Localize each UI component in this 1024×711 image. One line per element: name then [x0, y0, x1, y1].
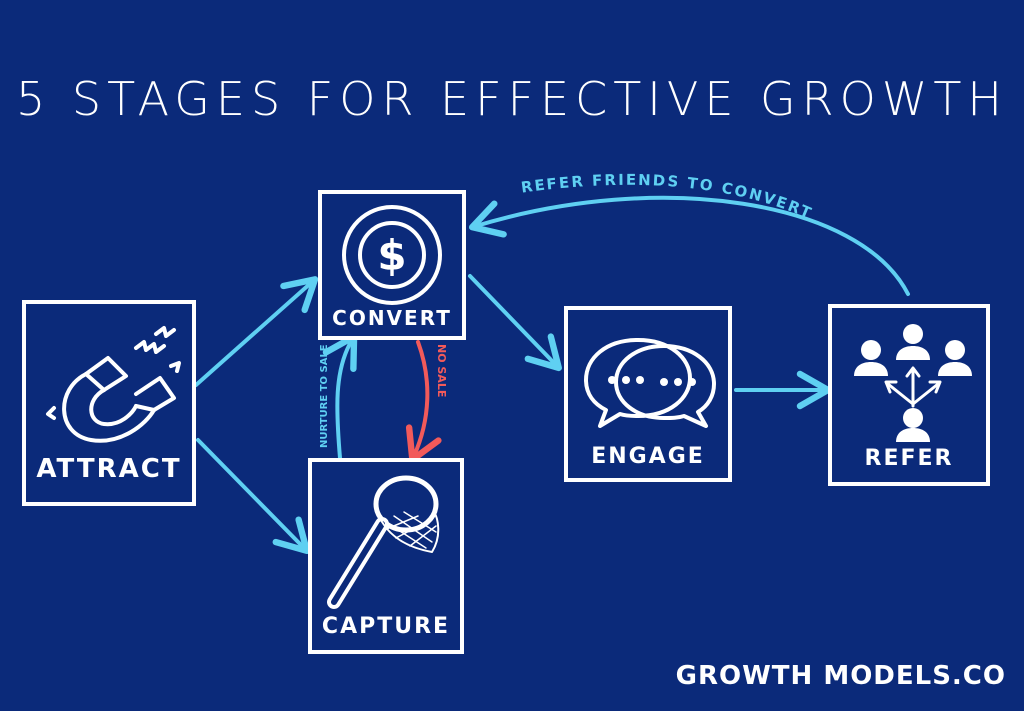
stage-attract: Attract [22, 300, 196, 506]
arrow-capture-to-convert [322, 333, 358, 460]
diagram-title: 5 Stages for Effective Growth [15, 72, 1009, 126]
arrow-convert-to-engage [468, 274, 562, 372]
dollar-coin-icon: $ [342, 205, 442, 305]
stage-capture: Capture [308, 458, 464, 654]
stage-refer: Refer [828, 304, 990, 486]
chat-bubbles-icon [584, 338, 716, 428]
stage-label-engage: Engage [591, 444, 705, 469]
stage-engage: Engage [564, 306, 732, 482]
label-nurture-to-sale: Nurture to sale [319, 344, 330, 448]
svg-text:$: $ [377, 231, 406, 280]
stage-label-attract: Attract [36, 454, 182, 484]
magnet-icon [46, 326, 181, 443]
label-no-sale: No sale [435, 344, 448, 397]
people-network-icon [854, 324, 972, 442]
arrow-convert-to-capture [405, 340, 442, 463]
net-icon [327, 475, 440, 609]
stage-label-convert: Convert [332, 306, 452, 330]
stage-label-refer: Refer [864, 446, 954, 471]
arrow-attract-to-capture [196, 438, 311, 555]
stage-convert: $ Convert [318, 190, 466, 340]
brand-footer: Growth models.co [675, 661, 1006, 691]
stage-label-capture: Capture [321, 614, 451, 639]
arrow-refer-to-convert [468, 195, 910, 296]
arrow-attract-to-convert [194, 276, 319, 387]
